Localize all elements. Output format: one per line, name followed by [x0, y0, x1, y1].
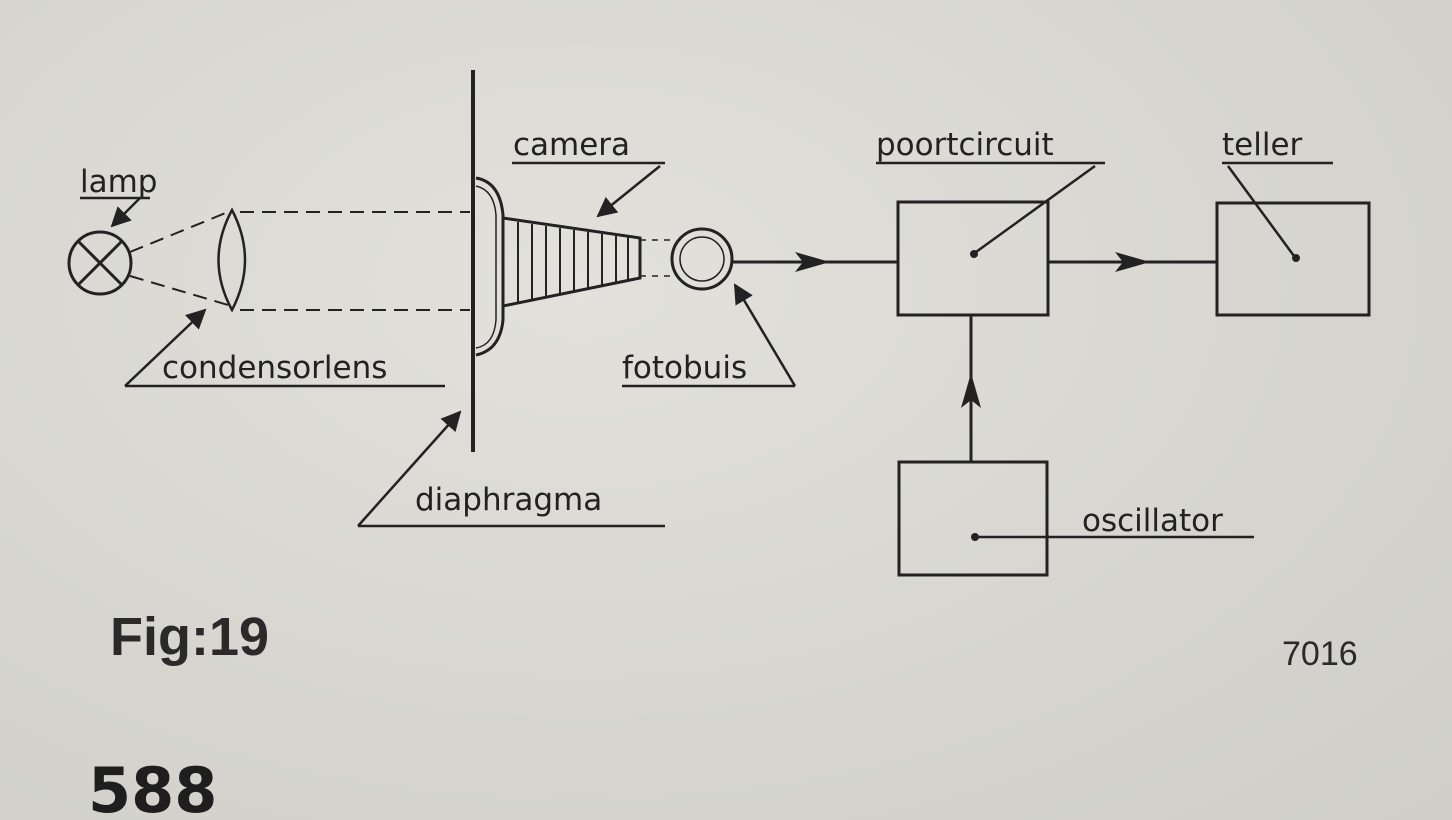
fotobuis-symbol [670, 227, 734, 291]
lamp-label: lamp [80, 164, 158, 200]
lamp-symbol [67, 230, 133, 296]
poortcircuit-label: poortcircuit [876, 127, 1054, 163]
condensorlens-leader [124, 308, 445, 388]
signal-line-fotobuis-poort [732, 252, 898, 272]
camera-label: camera [513, 127, 630, 163]
oscillator-dot [971, 533, 979, 541]
camera-body [475, 176, 672, 357]
figure-code: 7016 [1282, 635, 1358, 673]
teller-label: teller [1222, 127, 1303, 163]
diaphragma-leader [357, 410, 665, 528]
fotobuis-label: fotobuis [622, 350, 747, 386]
diaphragma-label: diaphragma [415, 482, 602, 518]
oscillator-box [897, 460, 1049, 577]
camera-leader [512, 161, 665, 218]
teller-dot [1292, 254, 1300, 262]
figure-label: Fig:19 [110, 607, 269, 667]
teller-leader [1222, 161, 1333, 257]
condensor-lens [217, 207, 247, 313]
condensorlens-label: condensorlens [162, 350, 387, 386]
lamp-leader [80, 196, 150, 228]
signal-line-poort-teller [1048, 252, 1217, 272]
fotobuis-leader [622, 283, 797, 388]
teller-box [1215, 201, 1371, 317]
signal-line-oscillator-poort [961, 315, 981, 462]
poortcircuit-box [896, 200, 1050, 317]
light-beam [129, 211, 470, 311]
poortcircuit-leader [876, 161, 1105, 254]
page-number: 588 [88, 754, 217, 820]
oscillator-label: oscillator [1082, 503, 1223, 539]
